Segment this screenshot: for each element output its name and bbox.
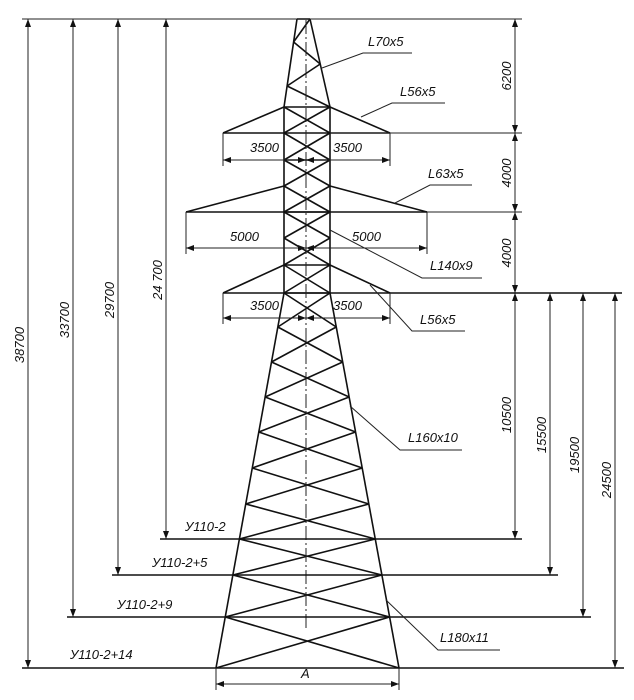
member-lower-arm: L56x5	[420, 312, 456, 327]
span-lower-right: 3500	[333, 298, 363, 313]
span-middle-right: 5000	[352, 229, 382, 244]
dim-38700: 38700	[12, 326, 27, 363]
arm-upper-right	[329, 264, 391, 294]
leg-brace	[264, 396, 356, 433]
arm-upper-left	[222, 106, 285, 134]
leader-upper-arm	[360, 102, 445, 118]
dim-24500: 24500	[599, 461, 614, 499]
leader-lower-leg	[349, 405, 462, 451]
leg-brace	[225, 574, 383, 618]
member-middle-arm: L63x5	[428, 166, 464, 181]
leg-brace	[215, 616, 390, 669]
level-u5: У110-2+5	[151, 555, 208, 570]
body-brace	[283, 106, 331, 134]
member-base-leg: L180x11	[440, 630, 489, 645]
span-upper-left: 3500	[250, 140, 280, 155]
member-lower-leg: L160x10	[408, 430, 459, 445]
dim-10500: 10500	[499, 396, 514, 433]
level-u9: У110-2+9	[116, 597, 172, 612]
body-brace	[283, 264, 331, 294]
span-lower-left: 3500	[250, 298, 280, 313]
leg-brace	[239, 538, 383, 576]
dim-6200: 6200	[499, 61, 514, 91]
body-brace	[283, 185, 331, 213]
leg-brace	[252, 431, 356, 469]
member-top: L70x5	[368, 34, 404, 49]
leg-brace	[271, 326, 337, 363]
arm-upper-right	[329, 106, 391, 134]
peak-brace	[293, 41, 321, 65]
base-width-label: A	[300, 666, 310, 681]
leader-base-leg	[385, 599, 500, 651]
dim-19500: 19500	[567, 436, 582, 473]
body-brace	[283, 237, 331, 266]
span-upper-right: 3500	[333, 140, 363, 155]
leg-brace	[277, 292, 331, 328]
leg-brace	[232, 574, 390, 618]
leader-body	[329, 229, 482, 279]
leg-brace	[245, 467, 363, 505]
leader-top	[321, 52, 412, 69]
arm-upper-right	[329, 185, 428, 213]
leader-middle-arm	[394, 184, 472, 204]
leg-left	[215, 292, 285, 669]
body-brace	[283, 132, 331, 161]
leg-brace	[239, 503, 370, 540]
leg-brace	[252, 467, 370, 505]
leg-right	[329, 292, 400, 669]
leg-brace	[283, 292, 337, 328]
body-brace	[283, 159, 331, 187]
leg-brace	[232, 538, 376, 576]
level-u14: У110-2+14	[69, 647, 133, 662]
dim-4000-a: 4000	[499, 158, 514, 188]
dim-33700: 33700	[57, 301, 72, 338]
peak-brace	[292, 18, 311, 43]
span-middle-left: 5000	[230, 229, 260, 244]
dim-15500: 15500	[534, 416, 549, 453]
peak-brace	[286, 63, 321, 87]
leader-lower-arm	[369, 284, 465, 332]
member-upper-arm: L56x5	[400, 84, 436, 99]
body-brace	[283, 211, 331, 239]
leg-brace	[258, 431, 363, 469]
dim-4000-b: 4000	[499, 238, 514, 268]
level-u2: У110-2	[184, 519, 226, 534]
arm-upper-left	[185, 185, 285, 213]
member-body: L140x9	[430, 258, 473, 273]
peak-leg-left	[283, 18, 298, 108]
dim-29700: 29700	[102, 281, 117, 319]
leg-brace	[258, 396, 350, 433]
arm-upper-left	[222, 264, 285, 294]
leg-brace	[264, 361, 344, 398]
leg-brace	[277, 326, 344, 363]
dim-24700: 24 700	[150, 259, 165, 301]
leg-brace	[245, 503, 376, 540]
leg-brace	[271, 361, 350, 398]
leg-brace	[225, 616, 400, 669]
peak-brace	[286, 85, 331, 108]
